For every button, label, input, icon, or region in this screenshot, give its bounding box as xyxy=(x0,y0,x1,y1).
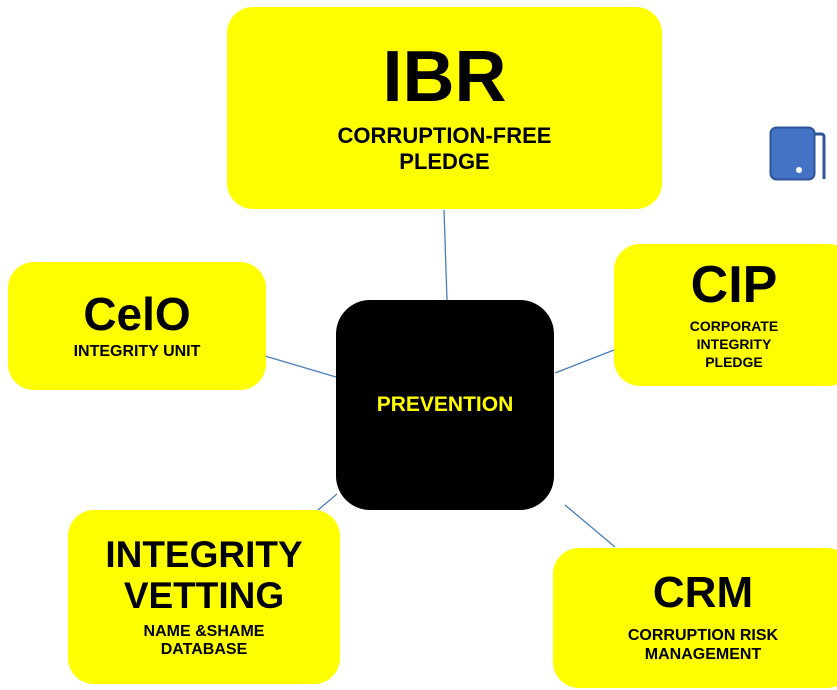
connector-cip xyxy=(554,349,615,374)
center-node-label: PREVENTION xyxy=(376,393,514,416)
node-crm-title: CRM xyxy=(652,568,754,618)
tablet-icon xyxy=(769,126,826,181)
connector-crm xyxy=(564,504,616,548)
node-integrity-vetting-title: INTEGRITY VETTING xyxy=(105,533,303,617)
node-crm: CRM CORRUPTION RISK MANAGEMENT xyxy=(553,548,837,688)
node-ibr-subtitle: CORRUPTION-FREE PLEDGE xyxy=(337,123,552,174)
node-integrity-vetting-subtitle: NAME &SHAME DATABASE xyxy=(143,622,265,659)
node-cip-title: CIP xyxy=(690,255,778,314)
node-celo: CelO INTEGRITY UNIT xyxy=(8,262,266,390)
connector-ibr xyxy=(443,209,448,301)
node-celo-subtitle: INTEGRITY UNIT xyxy=(73,342,201,360)
connector-integrity-vetting xyxy=(317,493,338,511)
node-cip: CIP CORPORATE INTEGRITY PLEDGE xyxy=(614,244,837,386)
node-celo-title: CelO xyxy=(83,287,191,340)
center-node-prevention: PREVENTION xyxy=(336,300,554,510)
node-ibr: IBR CORRUPTION-FREE PLEDGE xyxy=(227,7,662,209)
node-integrity-vetting: INTEGRITY VETTING NAME &SHAME DATABASE xyxy=(68,510,340,684)
node-ibr-title: IBR xyxy=(382,37,507,118)
node-cip-subtitle: CORPORATE INTEGRITY PLEDGE xyxy=(689,317,779,371)
node-crm-subtitle: CORRUPTION RISK MANAGEMENT xyxy=(627,627,779,663)
connector-celo xyxy=(264,355,337,378)
